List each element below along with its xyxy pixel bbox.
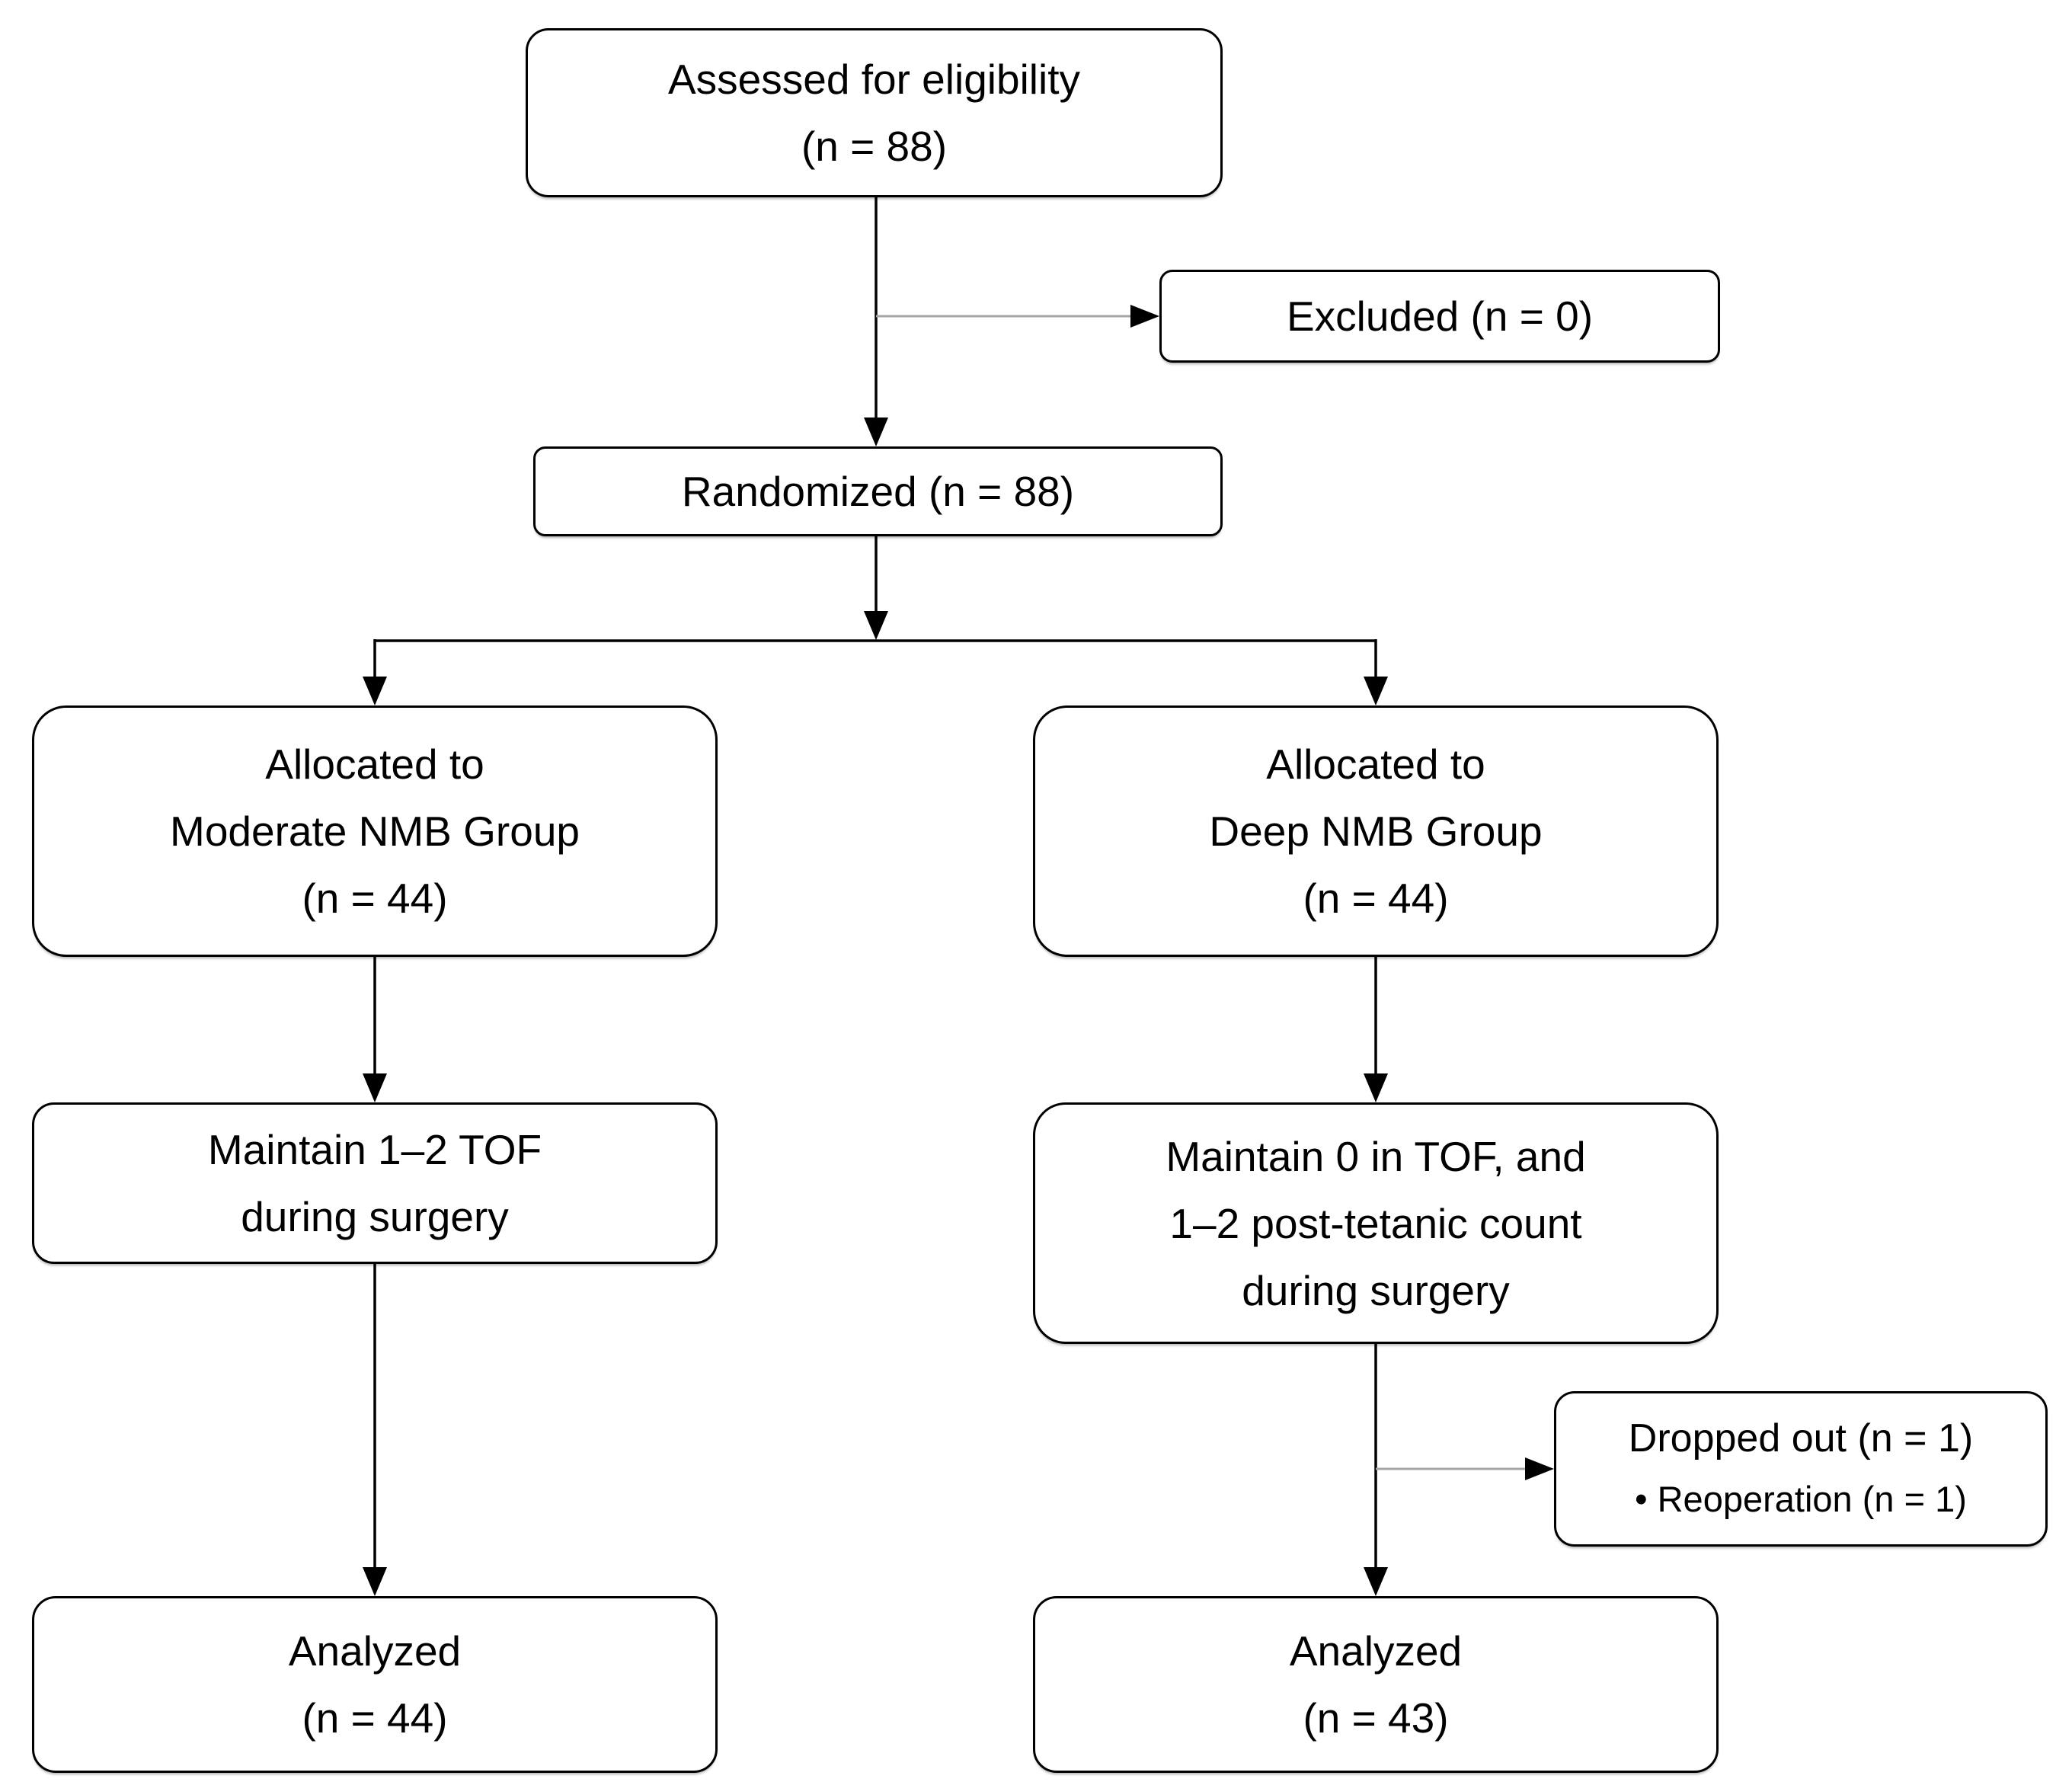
box-maintain-deep: Maintain 0 in TOF, and 1–2 post-tetanic … [1033, 1102, 1719, 1344]
box-maintain-deep-line3: during surgery [1242, 1266, 1510, 1314]
box-maintain-moderate-line2: during surgery [241, 1193, 509, 1240]
arrowhead-excluded [1130, 305, 1159, 328]
box-randomized: Randomized (n = 88) [533, 446, 1223, 536]
box-allocated-moderate-line3: (n = 44) [302, 875, 448, 922]
box-analyzed-moderate-line1: Analyzed [288, 1627, 462, 1675]
arrowhead-allocated-moderate [363, 677, 387, 705]
box-assessed-line2: (n = 88) [801, 123, 948, 170]
arrowhead-analyzed-moderate [363, 1567, 387, 1596]
box-excluded-line1: Excluded (n = 0) [1286, 293, 1594, 340]
box-analyzed-moderate-line2: (n = 44) [302, 1694, 448, 1742]
box-allocated-deep: Allocated to Deep NMB Group (n = 44) [1033, 705, 1719, 957]
arrowhead-analyzed-deep [1364, 1567, 1388, 1596]
box-analyzed-moderate: Analyzed (n = 44) [32, 1596, 718, 1773]
box-randomized-line1: Randomized (n = 88) [681, 468, 1075, 515]
box-maintain-deep-line2: 1–2 post-tetanic count [1169, 1199, 1582, 1247]
box-maintain-deep-line1: Maintain 0 in TOF, and [1166, 1132, 1586, 1180]
box-dropped-out-line1: Dropped out (n = 1) [1628, 1416, 1974, 1460]
arrowhead-allocated-deep [1364, 677, 1388, 705]
box-analyzed-deep-line2: (n = 43) [1303, 1694, 1449, 1742]
arrowhead-dropped-out [1525, 1457, 1554, 1480]
box-allocated-moderate-line2: Moderate NMB Group [170, 808, 580, 855]
box-analyzed-deep: Analyzed (n = 43) [1033, 1596, 1719, 1773]
box-analyzed-deep-line1: Analyzed [1289, 1627, 1463, 1675]
box-allocated-moderate-line1: Allocated to [265, 741, 484, 788]
arrowhead-maintain-deep [1364, 1073, 1388, 1102]
box-dropped-out-line2: • Reoperation (n = 1) [1635, 1479, 1967, 1519]
box-maintain-moderate: Maintain 1–2 TOF during surgery [32, 1102, 718, 1264]
box-dropped-out: Dropped out (n = 1) • Reoperation (n = 1… [1554, 1391, 2048, 1547]
box-allocated-deep-line1: Allocated to [1266, 741, 1485, 788]
arrowhead-split [864, 611, 888, 640]
box-assessed: Assessed for eligibility (n = 88) [526, 28, 1223, 197]
box-allocated-deep-line2: Deep NMB Group [1209, 808, 1543, 855]
box-maintain-moderate-line1: Maintain 1–2 TOF [207, 1126, 542, 1173]
box-assessed-line1: Assessed for eligibility [667, 56, 1081, 103]
arrowhead-maintain-moderate [363, 1073, 387, 1102]
box-excluded: Excluded (n = 0) [1159, 270, 1720, 363]
box-allocated-moderate: Allocated to Moderate NMB Group (n = 44) [32, 705, 718, 957]
box-allocated-deep-line3: (n = 44) [1303, 875, 1449, 922]
arrowhead-randomized [864, 418, 888, 446]
